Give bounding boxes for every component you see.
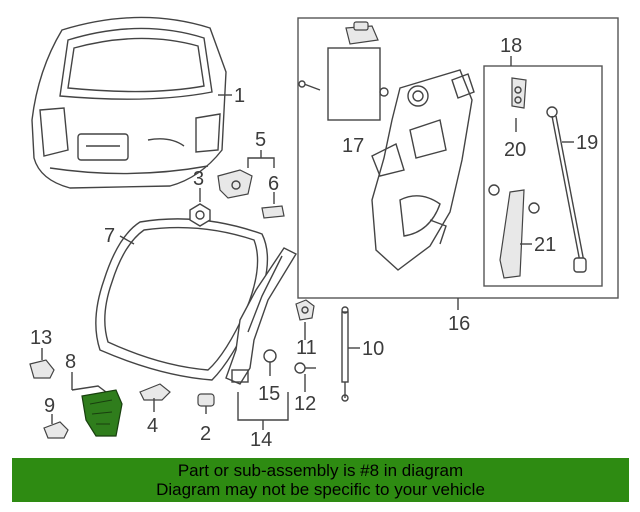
callout-17: 17 <box>342 135 364 157</box>
pad-6-part <box>261 205 285 219</box>
power-latch-assembly <box>371 69 475 271</box>
callout-4: 4 <box>147 415 158 437</box>
callout-15: 15 <box>258 383 280 405</box>
actuator-cap-part <box>345 21 379 45</box>
callout-16: 16 <box>448 313 470 335</box>
callout-12: 12 <box>294 393 316 415</box>
callout-13: 13 <box>30 327 52 349</box>
clip-9-part <box>43 421 69 439</box>
callout-14: 14 <box>250 429 272 451</box>
callout-2: 2 <box>200 423 211 445</box>
banner-line-1: Part or sub-assembly is #8 in diagram <box>177 461 464 480</box>
callout-20: 20 <box>504 139 526 161</box>
detail-box-18 <box>483 65 603 287</box>
callout-5: 5 <box>255 129 266 151</box>
side-trim-part <box>225 247 297 385</box>
clip-4-part <box>139 383 171 401</box>
latch-8-part <box>71 380 123 437</box>
callout-9: 9 <box>44 395 55 417</box>
callout-21: 21 <box>534 234 556 256</box>
hinge-20-part <box>511 77 527 109</box>
callout-7: 7 <box>104 225 115 247</box>
tailgate-part <box>31 16 227 189</box>
callout-11: 11 <box>296 337 317 359</box>
callout-1: 1 <box>234 85 245 107</box>
bumper-11-part <box>295 299 315 321</box>
clip-13-part <box>29 359 55 379</box>
bracket-5-part <box>217 169 253 199</box>
arm-19-part <box>546 106 587 273</box>
callout-8: 8 <box>65 351 76 373</box>
clip-3-part <box>189 203 211 227</box>
parts-diagram: 1 2 3 4 5 6 7 8 9 10 11 12 13 14 15 16 1… <box>29 16 619 451</box>
gas-strut-10-part <box>341 306 349 402</box>
info-banner: Part or sub-assembly is #8 in diagram Di… <box>12 458 629 502</box>
weatherstrip-part <box>95 218 269 381</box>
callout-18: 18 <box>500 35 522 57</box>
callout-10: 10 <box>362 338 384 360</box>
bolt-15-part <box>263 349 277 376</box>
pin-2-part <box>197 393 215 414</box>
bracket-21-part <box>488 184 540 279</box>
label-17-part <box>327 47 381 121</box>
callout-6: 6 <box>268 173 279 195</box>
callout-19: 19 <box>576 132 598 154</box>
callout-3: 3 <box>193 168 204 190</box>
callout-labels: 1 2 3 4 5 6 7 8 9 10 11 12 13 14 15 16 1… <box>30 35 598 451</box>
stud-12-part <box>294 362 316 374</box>
banner-line-2: Diagram may not be specific to your vehi… <box>156 480 485 499</box>
screw-part <box>298 80 321 91</box>
